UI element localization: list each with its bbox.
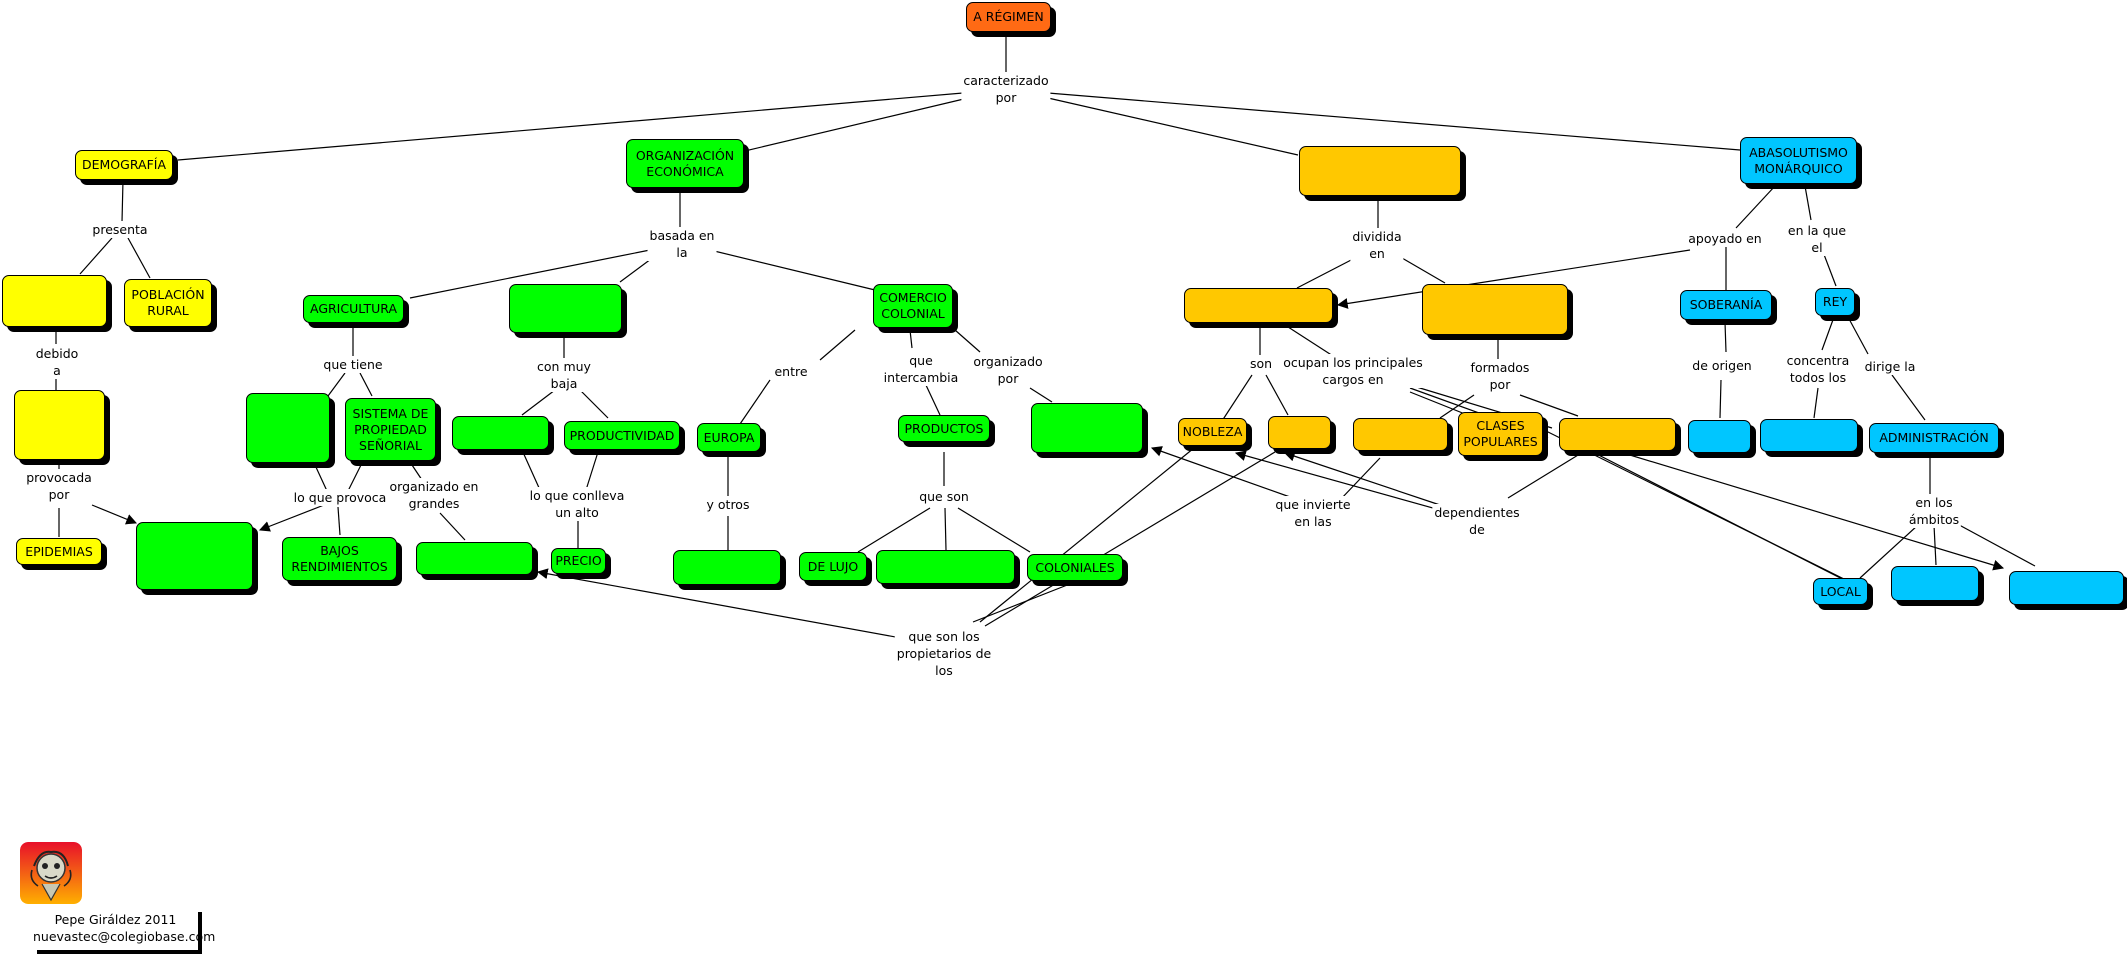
node-de-lujo[interactable]: DE LUJO [799,552,867,581]
node-epidemias[interactable]: EPIDEMIAS [16,538,102,565]
link-lo-que-conlleva: lo que conlleva un alto [527,487,627,521]
link-concentra-todos: concentra todos los [1784,352,1852,386]
node-empty-green-1[interactable] [509,284,622,333]
node-poblacion-rural[interactable]: POBLACIÓN RURAL [124,279,212,327]
node-demografia[interactable]: DEMOGRAFÍA [75,150,173,180]
link-que-son: que son [917,488,971,505]
node-empty-blue-1[interactable] [1688,420,1751,453]
node-empty-orange-4[interactable] [1268,416,1331,449]
node-empty-green-6[interactable] [1031,403,1143,453]
node-empty-green-2[interactable] [246,393,330,463]
link-debido-a: debido a [33,345,81,379]
link-dividida-en: dividida en [1350,228,1404,262]
node-comercio-colonial[interactable]: COMERCIO COLONIAL [873,284,953,328]
node-empty-blue-4[interactable] [2009,571,2124,605]
link-apoyado-en: apoyado en [1686,230,1764,247]
link-provocada-por: provocada por [24,469,94,503]
link-y-otros: y otros [704,496,752,513]
node-nobleza[interactable]: NOBLEZA [1178,418,1247,446]
credit-author: Pepe Giráldez 2011 [54,912,177,927]
link-que-intercambia: que intercambia [881,352,961,386]
node-rey[interactable]: REY [1815,288,1855,316]
node-empty-green-8[interactable] [876,550,1015,584]
node-empty-green-4[interactable] [136,522,253,590]
node-local[interactable]: LOCAL [1813,578,1868,605]
link-basada-en-la: basada en la [647,227,717,261]
node-productividad[interactable]: PRODUCTIVIDAD [564,421,680,450]
node-administracion[interactable]: ADMINISTRACIÓN [1869,423,1999,453]
node-europa[interactable]: EUROPA [697,423,761,452]
node-empty-green-5[interactable] [416,542,533,575]
node-sistema-propiedad-senorial[interactable]: SISTEMA DE PROPIEDAD SEÑORIAL [345,398,436,461]
link-ocupan-cargos: ocupan los principales cargos en [1281,354,1425,388]
node-absolutismo-monarquico[interactable]: ABASOLUTISMO MONÁRQUICO [1740,137,1857,184]
link-en-la-que-el: en la que el [1785,222,1849,256]
node-root-antiguo-regimen[interactable]: A RÉGIMEN [966,2,1051,32]
node-empty-green-7[interactable] [673,550,781,585]
node-bajos-rendimientos[interactable]: BAJOS RENDIMIENTOS [282,537,397,581]
link-son: son [1247,355,1275,372]
link-que-invierte: que invierte en las [1273,496,1353,530]
link-en-los-ambitos: en los ámbitos [1906,494,1962,528]
node-empty-blue-3[interactable] [1891,566,1979,601]
node-soberania[interactable]: SOBERANÍA [1680,290,1772,320]
link-caracterizado-por: caracterizado por [961,72,1051,106]
node-empty-yellow-1[interactable] [2,275,107,327]
node-productos[interactable]: PRODUCTOS [898,415,990,442]
node-organizacion-economica[interactable]: ORGANIZACIÓN ECONÓMICA [626,139,744,188]
node-empty-orange-3[interactable] [1422,284,1568,335]
link-dependientes-de: dependientes de [1432,504,1522,538]
link-que-tiene: que tiene [321,356,385,373]
node-agricultura[interactable]: AGRICULTURA [303,295,404,323]
link-dirige-la: dirige la [1862,358,1918,375]
node-empty-orange-5[interactable] [1353,418,1448,451]
node-empty-green-3[interactable] [452,416,549,450]
link-organizado-por: organizado por [971,353,1045,387]
node-empty-orange-6[interactable] [1559,418,1676,451]
link-entre: entre [772,363,810,380]
author-logo [20,842,82,904]
node-empty-orange-1[interactable] [1299,146,1461,196]
node-empty-yellow-2[interactable] [14,390,105,460]
link-lo-que-provoca: lo que provoca [291,489,389,506]
node-empty-blue-2[interactable] [1760,419,1858,452]
link-con-muy-baja: con muy baja [535,358,593,392]
node-empty-orange-2[interactable] [1184,288,1333,323]
link-presenta: presenta [90,221,150,238]
node-coloniales[interactable]: COLONIALES [1027,554,1123,581]
link-propietarios-de-los: que son los propietarios de los [894,628,994,679]
link-de-origen: de origen [1690,357,1754,374]
node-precio[interactable]: PRECIO [551,548,606,574]
credit-email[interactable]: nuevastec@colegiobase.com [33,929,216,944]
link-formados-por: formados por [1468,359,1532,393]
author-credit: Pepe Giráldez 2011 nuevastec@colegiobase… [33,908,216,950]
node-clases-populares[interactable]: CLASES POPULARES [1458,412,1543,456]
link-organizado-en-grandes: organizado en grandes [387,478,481,512]
